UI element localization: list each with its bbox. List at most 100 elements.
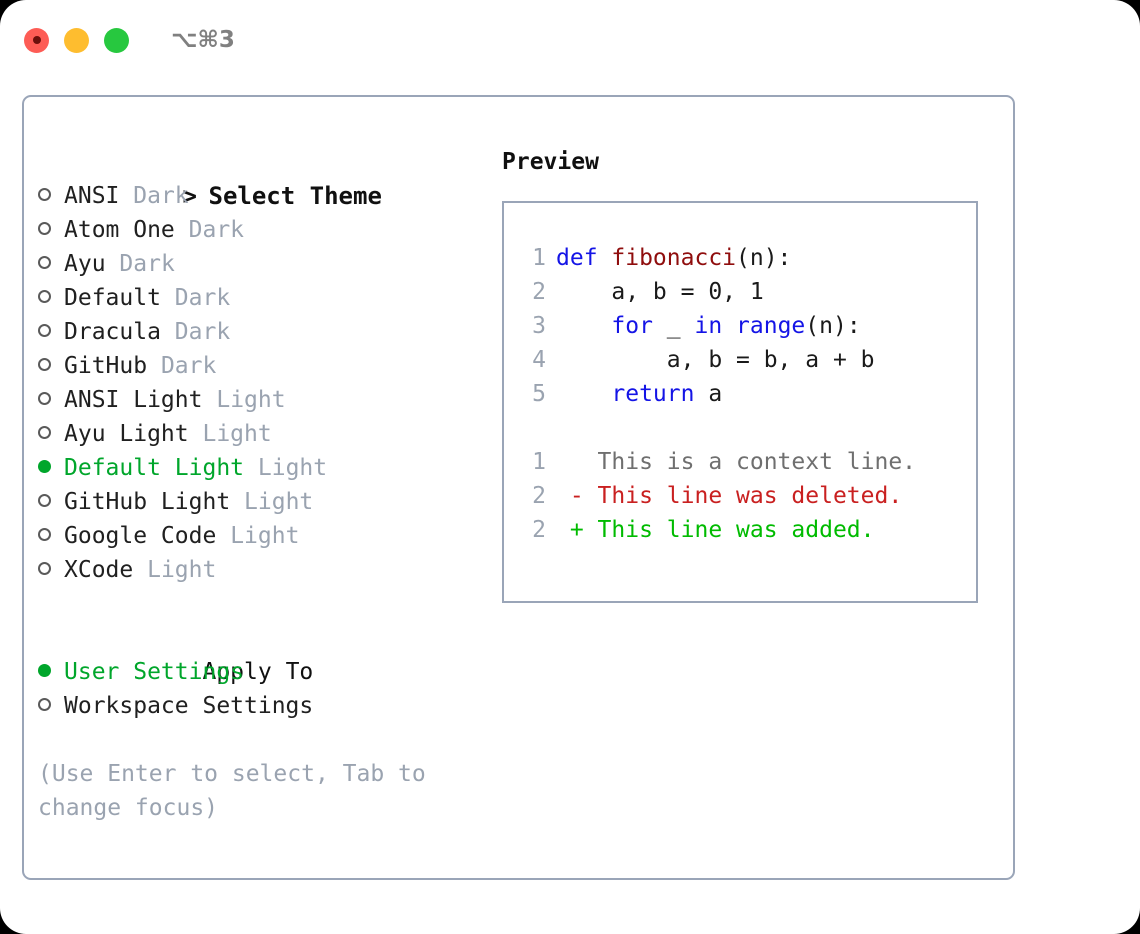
preview-title: Preview (502, 149, 599, 175)
theme-list-item[interactable]: Default Dark (38, 281, 498, 315)
radio-unselected-icon[interactable] (38, 553, 64, 587)
theme-list-item[interactable]: GitHub Light Light (38, 485, 498, 519)
prompt-caret-icon: > (182, 182, 197, 210)
radio-unselected-icon[interactable] (38, 315, 64, 349)
radio-unselected-icon[interactable] (38, 179, 64, 213)
theme-list-item[interactable]: ANSI Dark (38, 179, 498, 213)
title-bar: ⌥⌘3 (0, 0, 1140, 80)
theme-list-item[interactable]: Default Light Light (38, 451, 498, 485)
apply-to-option[interactable]: Workspace Settings (38, 689, 498, 723)
radio-dot (38, 426, 51, 439)
code-token: a, b = b, a + b (556, 347, 875, 373)
list-spacer (38, 587, 498, 621)
code-token: (n): (805, 313, 861, 339)
theme-name: Ayu Light (64, 421, 189, 447)
theme-category: Light (244, 489, 314, 515)
theme-list-item[interactable]: XCode Light (38, 553, 498, 587)
radio-selected-icon[interactable] (38, 655, 64, 689)
line-number: 4 (532, 347, 546, 373)
theme-name: GitHub Light (64, 489, 231, 515)
code-token: - This line was deleted. (556, 483, 903, 509)
code-line: 2 a, b = 0, 1 (504, 275, 976, 309)
radio-unselected-icon[interactable] (38, 689, 64, 723)
theme-list-item[interactable]: Ayu Light Light (38, 417, 498, 451)
diff-line: 1 This is a context line. (504, 445, 976, 479)
theme-list-item[interactable]: ANSI Light Light (38, 383, 498, 417)
theme-name: Atom One (64, 217, 175, 243)
radio-unselected-icon[interactable] (38, 383, 64, 417)
line-number: 3 (532, 313, 546, 339)
theme-name: GitHub (64, 353, 148, 379)
apply-to-option-label: Workspace Settings (64, 693, 314, 719)
theme-category: Dark (119, 251, 175, 277)
theme-name: XCode (64, 557, 134, 583)
radio-unselected-icon[interactable] (38, 349, 64, 383)
keyboard-shortcut-label: ⌥⌘3 (171, 27, 235, 53)
theme-list-item[interactable]: Atom One Dark (38, 213, 498, 247)
radio-unselected-icon[interactable] (38, 281, 64, 315)
line-number: 2 (532, 483, 546, 509)
theme-list-item[interactable]: Google Code Light (38, 519, 498, 553)
code-line: 4 a, b = b, a + b (504, 343, 976, 377)
theme-name: Google Code (64, 523, 217, 549)
theme-category: Light (216, 387, 286, 413)
radio-dot (38, 664, 51, 677)
code-line: 1 def fibonacci(n): (504, 241, 976, 275)
radio-dot (38, 494, 51, 507)
code-token: fibonacci (611, 245, 737, 271)
close-window-icon[interactable] (24, 27, 49, 53)
code-diff-gap (504, 411, 976, 445)
radio-unselected-icon[interactable] (38, 213, 64, 247)
apply-to-option-label: User Settings (64, 659, 245, 685)
theme-category: Light (147, 557, 217, 583)
theme-name: Default Light (64, 455, 245, 481)
radio-unselected-icon[interactable] (38, 485, 64, 519)
apply-to-option[interactable]: User Settings (38, 655, 498, 689)
radio-unselected-icon[interactable] (38, 417, 64, 451)
select-theme-title: Select Theme (208, 182, 382, 210)
code-token: def (556, 245, 612, 271)
theme-category: Dark (174, 285, 231, 311)
theme-list-item[interactable]: GitHub Dark (38, 349, 498, 383)
zoom-window-icon[interactable] (104, 27, 129, 53)
code-token: return (611, 381, 695, 407)
theme-category: Light (202, 421, 272, 447)
minimize-window-icon[interactable] (64, 27, 89, 53)
line-number: 2 (532, 279, 546, 305)
code-token: _ (652, 313, 695, 339)
keyboard-hint-text: (Use Enter to select, Tab to change focu… (38, 761, 440, 821)
diff-line: 2 - This line was deleted. (504, 479, 976, 513)
radio-dot (38, 290, 51, 303)
code-line: 5 return a (504, 377, 976, 411)
radio-unselected-icon[interactable] (38, 247, 64, 281)
line-number: 1 (532, 449, 546, 475)
radio-dot (38, 358, 51, 371)
line-number: 5 (532, 381, 546, 407)
radio-dot (38, 562, 51, 575)
window-controls (24, 27, 129, 53)
code-token: (n): (736, 245, 792, 271)
select-theme-header: > Select Theme (38, 145, 498, 210)
theme-name: Default (64, 285, 161, 311)
radio-unselected-icon[interactable] (38, 519, 64, 553)
radio-selected-icon[interactable] (38, 451, 64, 485)
radio-dot (38, 698, 51, 711)
theme-list-item[interactable]: Dracula Dark (38, 315, 498, 349)
diff-line: 2 + This line was added. (504, 513, 976, 547)
theme-category: Dark (174, 319, 231, 345)
theme-category: Light (230, 523, 300, 549)
theme-name: Dracula (64, 319, 161, 345)
line-number: 1 (532, 245, 546, 271)
radio-dot (38, 460, 51, 473)
theme-list-item[interactable]: Ayu Dark (38, 247, 498, 281)
theme-name: Ayu (64, 251, 106, 277)
theme-category: Light (257, 455, 328, 481)
radio-dot (38, 324, 51, 337)
code-token: + This line was added. (556, 517, 875, 543)
code-token: a, b = 0, 1 (556, 279, 764, 305)
